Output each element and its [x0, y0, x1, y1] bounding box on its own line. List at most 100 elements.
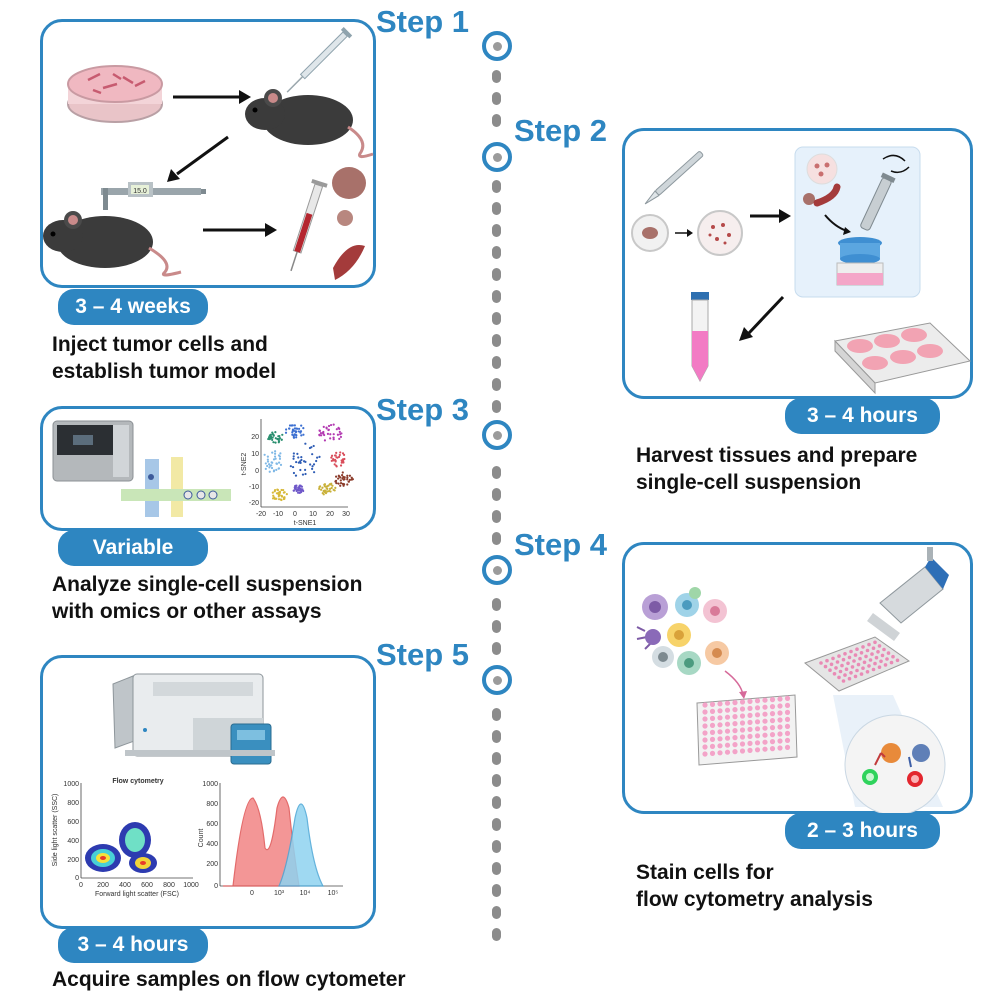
tsne-point — [273, 488, 277, 492]
well — [877, 665, 882, 669]
cell-strainer-icon — [836, 237, 884, 286]
tsne-point — [333, 463, 336, 466]
flow-xtick: 600 — [141, 882, 153, 889]
tsne-point — [274, 431, 277, 434]
syringe-icon — [286, 27, 353, 93]
tsne-point — [292, 434, 295, 437]
tsne-point — [332, 459, 335, 462]
step-2-panel — [622, 128, 973, 399]
well — [717, 743, 723, 749]
tsne-point — [294, 427, 298, 430]
well — [732, 700, 738, 706]
tsne-point — [330, 486, 333, 490]
tsne-point — [334, 486, 337, 489]
centrifuge-tube-icon — [691, 292, 709, 383]
tsne-xtick: 30 — [342, 511, 350, 518]
tsne-point — [330, 456, 333, 459]
tsne-point — [299, 491, 303, 494]
well — [859, 672, 864, 676]
tsne-point — [312, 444, 315, 448]
tsne-point — [267, 463, 271, 466]
timeline-dot — [492, 532, 501, 545]
tsne-point — [341, 477, 344, 480]
tsne-point — [348, 478, 352, 481]
well — [762, 732, 768, 738]
tsne-point — [279, 463, 283, 466]
well — [724, 700, 731, 706]
well — [732, 714, 738, 720]
tsne-xtick: 0 — [293, 511, 297, 518]
tsne-point — [337, 455, 341, 459]
tsne-point — [348, 474, 352, 477]
well — [747, 705, 753, 711]
timeline-node-step-2 — [482, 142, 512, 172]
timeline-node-step-4 — [482, 555, 512, 585]
tsne-xtick: 20 — [326, 511, 334, 518]
tsne-point — [278, 455, 282, 458]
tsne-point — [346, 474, 349, 477]
tsne-point — [277, 498, 281, 501]
scalpel-icon — [644, 151, 704, 205]
timeline-dot — [492, 620, 501, 633]
zoom-cells-icon — [833, 695, 946, 816]
hist-ytick: 800 — [206, 801, 218, 808]
flow-plot-title: Flow cytometry — [112, 778, 163, 785]
well — [754, 726, 761, 732]
tsne-point — [285, 428, 288, 431]
tsne-point — [339, 464, 343, 467]
tsne-point — [297, 486, 300, 489]
well — [784, 695, 791, 701]
well — [867, 664, 871, 668]
well — [702, 751, 708, 757]
mouse-icon — [43, 211, 182, 277]
step-2-duration-badge: 3 – 4 hours — [785, 398, 940, 434]
timeline-dot — [492, 180, 501, 193]
tsne-point — [343, 476, 346, 479]
step-1-duration-badge: 3 – 4 weeks — [58, 289, 208, 325]
tsne-point — [318, 485, 321, 489]
well — [886, 651, 891, 655]
well — [843, 652, 847, 656]
tsne-point — [272, 458, 276, 461]
tsne-point — [316, 456, 319, 459]
tsne-point — [304, 472, 307, 476]
tsne-point — [329, 483, 333, 486]
well — [844, 667, 849, 671]
step-4-illustration — [636, 547, 949, 816]
tsne-point — [301, 488, 304, 491]
well — [717, 715, 723, 721]
well — [829, 662, 834, 667]
tsne-plot: 20 10 0 -10 -20 -20 -10 0 10 20 30 t-SNE… — [241, 419, 354, 527]
timeline-dot — [492, 906, 501, 919]
rotate-arrows-icon — [882, 154, 910, 174]
tsne-point — [301, 473, 305, 476]
sequencer-icon — [52, 420, 134, 482]
tsne-point — [327, 428, 330, 431]
tsne-point — [308, 446, 312, 450]
timeline-dot — [492, 378, 501, 391]
caliper-readout: 15.0 — [133, 188, 147, 195]
tsne-point — [283, 491, 286, 494]
tsne-point — [272, 441, 275, 444]
tsne-point — [302, 433, 305, 436]
well — [849, 649, 853, 654]
tsne-point — [325, 427, 328, 430]
tsne-point — [343, 477, 346, 481]
well — [709, 715, 716, 721]
well — [724, 707, 731, 713]
step-5-description-line: Acquire samples on flow cytometer — [52, 968, 406, 991]
tsne-point — [274, 441, 277, 444]
well — [732, 728, 738, 734]
tsne-point — [276, 438, 279, 441]
tumor-tissue-icon — [332, 167, 366, 280]
flow-ytick: 800 — [67, 800, 79, 807]
well — [777, 724, 783, 730]
hist-ytick: 200 — [206, 861, 218, 868]
timeline-dot — [492, 356, 501, 369]
timeline-node-step-3 — [482, 420, 512, 450]
well — [873, 640, 877, 645]
timeline-dot — [492, 708, 501, 721]
flow-cytometer-icon — [112, 673, 275, 765]
well — [777, 738, 783, 744]
tsne-point — [321, 486, 324, 489]
